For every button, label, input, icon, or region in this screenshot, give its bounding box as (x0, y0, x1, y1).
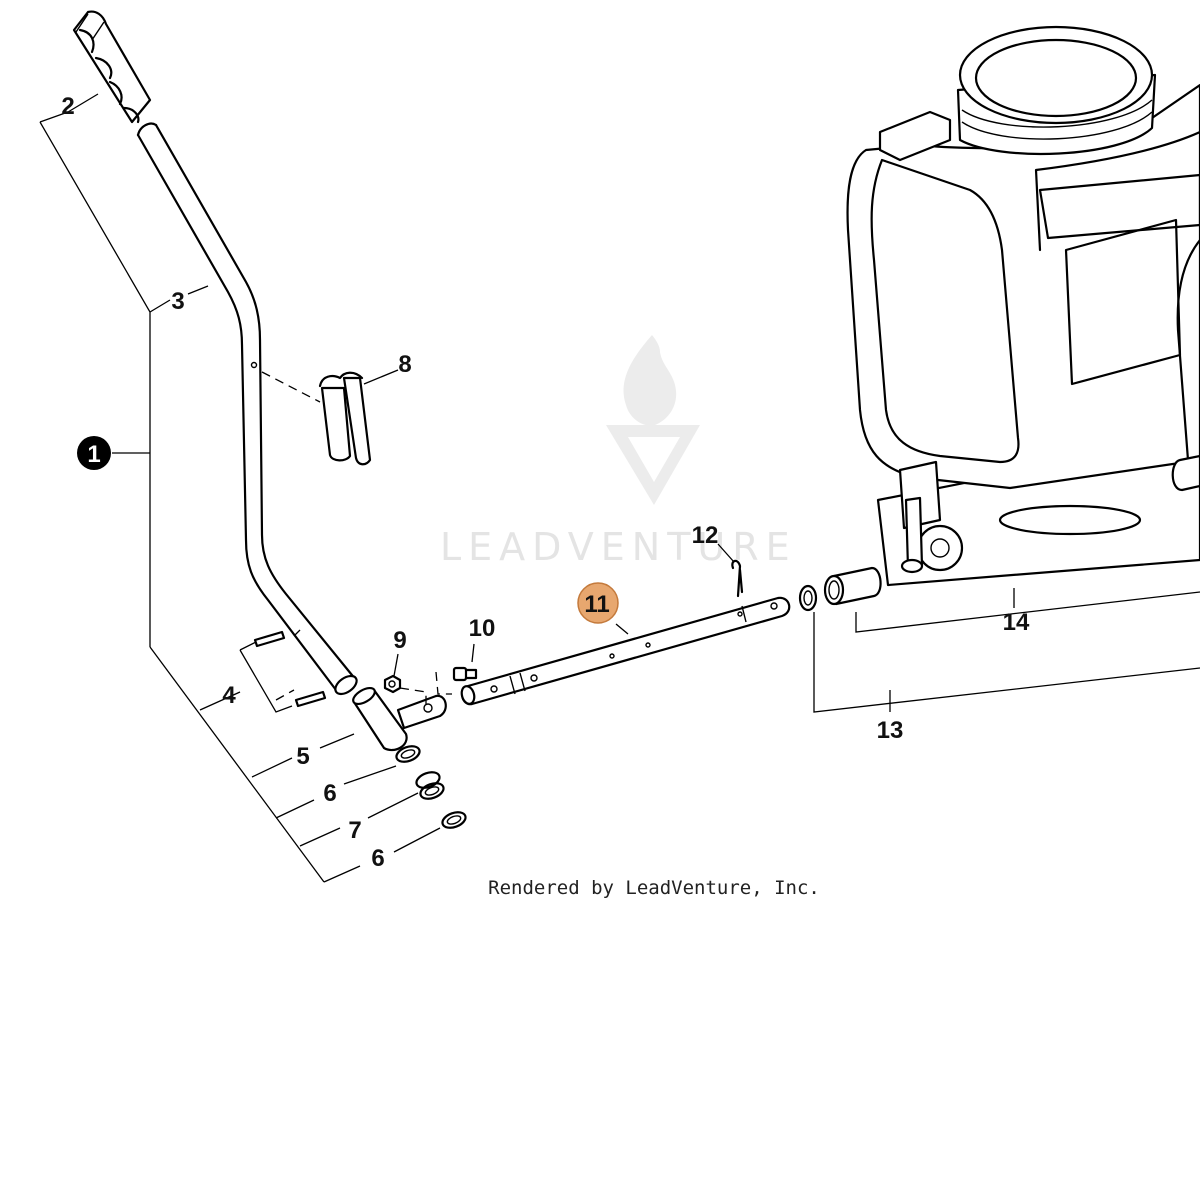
svg-text:11: 11 (584, 591, 609, 618)
pivot-sleeve[interactable] (351, 685, 447, 752)
assembly-marker (77, 436, 111, 470)
svg-text:1: 1 (87, 441, 100, 468)
callout-12[interactable]: 12 (692, 522, 719, 549)
v-chevron-logo (606, 425, 700, 505)
hex-nut[interactable] (383, 674, 402, 694)
hex-bolt[interactable] (452, 666, 478, 682)
o-ring-upper[interactable] (394, 743, 421, 764)
callout-14[interactable]: 14 (1003, 609, 1030, 636)
callout-5[interactable]: 5 (296, 743, 309, 770)
callout-3[interactable]: 3 (171, 288, 184, 315)
callout-6-upper[interactable]: 6 (323, 780, 336, 807)
handle-pins[interactable] (253, 630, 327, 708)
callout-4[interactable]: 4 (222, 682, 236, 709)
callout-10[interactable]: 10 (469, 615, 496, 642)
callout-13[interactable]: 13 (877, 717, 904, 744)
render-credit: Rendered by LeadVenture, Inc. (488, 877, 820, 899)
sprayer-tank (846, 25, 1200, 587)
shaft-washer[interactable] (798, 584, 818, 612)
watermark-text: LEADVENTURE (440, 525, 797, 569)
leader-lines (39, 93, 1200, 883)
callout-9[interactable]: 9 (393, 627, 406, 654)
cup-seals[interactable] (414, 769, 445, 801)
pump-shaft[interactable] (460, 596, 791, 706)
flame-icon (623, 335, 677, 426)
callout-7[interactable]: 7 (348, 817, 361, 844)
o-ring-lower[interactable] (440, 809, 467, 830)
callout-8[interactable]: 8 (398, 351, 411, 378)
shaft-bushing[interactable] (823, 566, 882, 606)
callout-11-highlighted[interactable]: 11 (577, 582, 619, 624)
cotter-pin[interactable] (731, 559, 744, 598)
handle-clip[interactable] (318, 371, 372, 466)
handle-rod[interactable] (136, 122, 360, 698)
highlight-circle (577, 582, 619, 624)
callout-6-lower[interactable]: 6 (371, 845, 384, 872)
leadventure-watermark: LEADVENTURE (440, 335, 797, 569)
callout-1[interactable]: 1 (77, 436, 111, 470)
handle-grip[interactable] (72, 10, 152, 124)
callout-2[interactable]: 2 (61, 93, 74, 120)
